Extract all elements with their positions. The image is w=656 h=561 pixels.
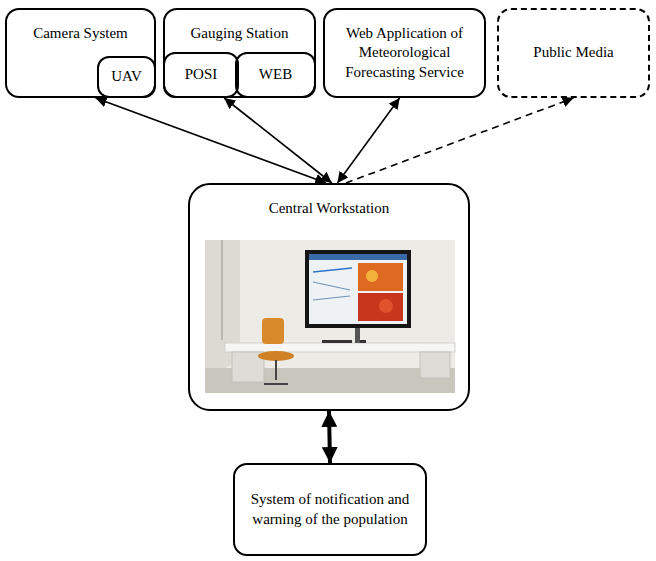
subsystem-box: WEB bbox=[235, 52, 316, 98]
node-label: Camera System bbox=[29, 24, 132, 44]
connector-arrow bbox=[224, 98, 332, 183]
central-box: Central Workstation bbox=[188, 183, 470, 411]
subsystem-box: POSI bbox=[163, 52, 239, 98]
process-box: System of notification and warning of th… bbox=[233, 463, 427, 556]
connector-arrow bbox=[346, 98, 574, 183]
system-box: Web Application of Meteorological Foreca… bbox=[323, 8, 486, 98]
connector-arrow bbox=[96, 98, 327, 183]
node-label: POSI bbox=[181, 65, 222, 85]
connector-arrow bbox=[337, 98, 399, 183]
node-label: Web Application of Meteorological Foreca… bbox=[325, 24, 484, 83]
room-photo bbox=[205, 240, 455, 393]
connector-arrow bbox=[329, 411, 330, 463]
subsystem-box: UAV bbox=[97, 56, 156, 98]
external-box: Public Media bbox=[497, 8, 650, 98]
node-label: System of notification and warning of th… bbox=[235, 490, 425, 529]
system-box: Camera SystemUAV bbox=[5, 8, 156, 98]
node-label: UAV bbox=[107, 67, 146, 87]
node-label: WEB bbox=[255, 65, 296, 85]
node-label: Public Media bbox=[529, 43, 617, 63]
node-label: Central Workstation bbox=[265, 199, 394, 219]
system-box: Gauging StationPOSI WEB bbox=[163, 8, 316, 98]
node-label: Gauging Station bbox=[187, 24, 293, 44]
